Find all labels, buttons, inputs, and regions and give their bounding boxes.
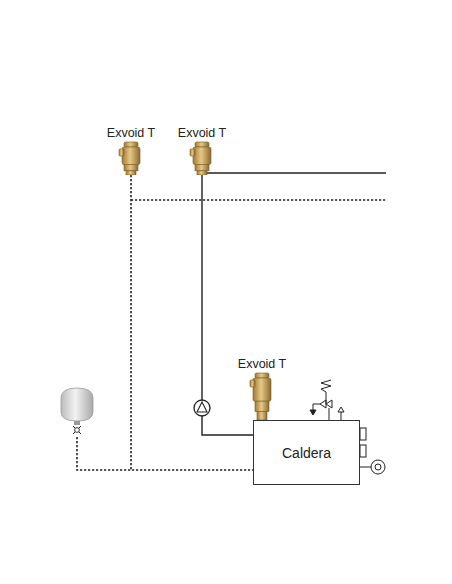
pump-symbol — [194, 400, 210, 416]
pipe-connector — [202, 175, 253, 435]
boiler-fittings — [360, 428, 385, 474]
air-vent-node: Exvoid T — [226, 357, 298, 420]
vessel-pipe — [77, 437, 131, 470]
safety-valve — [310, 380, 344, 420]
air-vent-node: Exvoid T — [95, 126, 167, 175]
valve-label: Exvoid T — [166, 126, 238, 141]
valve-label: Exvoid T — [95, 126, 167, 141]
air-vent-node: Exvoid T — [166, 126, 238, 175]
air-vent-valve — [187, 141, 217, 175]
boiler-box: Caldera — [253, 420, 360, 485]
expansion-vessel — [61, 388, 93, 434]
boiler-label: Caldera — [282, 445, 331, 461]
air-vent-valve — [247, 372, 277, 420]
valve-label: Exvoid T — [226, 357, 298, 372]
pipe-connector — [131, 175, 253, 470]
return-pipe — [131, 199, 386, 201]
air-vent-valve — [116, 141, 146, 175]
supply-pipe — [202, 172, 386, 173]
